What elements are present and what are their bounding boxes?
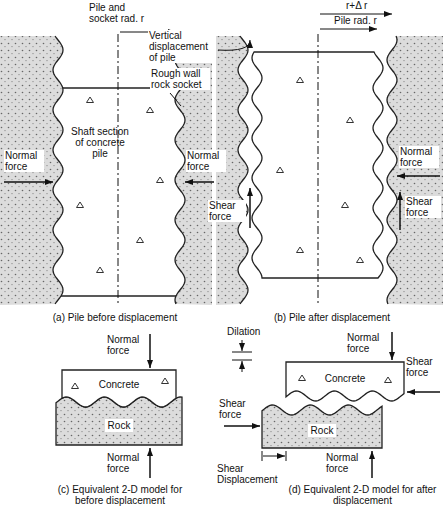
force-arrow (224, 425, 260, 427)
annotation-label: Vertical displacement of pile (148, 30, 216, 63)
annotation-label: Rough wall rock socket (150, 68, 210, 90)
aggregate (385, 377, 392, 383)
aggregate (277, 167, 284, 173)
annotation-label: Normal force (325, 452, 365, 474)
block-label: Rock (311, 425, 334, 436)
annotation-label: Shear force (208, 200, 246, 222)
concrete-pile (61, 52, 404, 407)
annotation-label: Pile and socket rad. r (88, 2, 154, 24)
aggregate (77, 202, 84, 208)
displacement-tick (262, 451, 263, 461)
annotation-label: Shear force (405, 356, 441, 378)
block-label: Concrete (325, 373, 366, 384)
leader-line (170, 93, 181, 106)
center-line (318, 34, 319, 305)
rock-mass (387, 36, 443, 305)
aggregate (157, 177, 164, 183)
force-arrow (371, 451, 373, 478)
force-arrow (397, 175, 440, 177)
rock-mass (0, 36, 443, 448)
aggregate (297, 77, 304, 83)
model-block: Rock (308, 424, 337, 437)
dilation-mark (242, 361, 243, 372)
annotation-label: Shear force (405, 196, 441, 218)
annotation-label: Normal force (4, 150, 44, 172)
rock-block (262, 405, 382, 448)
radius-dimension (320, 29, 377, 30)
socket-wall (53, 36, 63, 304)
aggregate (137, 237, 144, 243)
displacement-tick (263, 456, 285, 457)
aggregate (299, 375, 306, 381)
model-block: Concrete (96, 378, 143, 391)
panel-caption: (c) Equivalent 2-D model for before disp… (45, 484, 195, 506)
aggregate (297, 247, 304, 253)
force-arrow (149, 334, 151, 368)
aggregate (147, 107, 154, 113)
displacement-tick (286, 451, 287, 461)
block-label: Rock (108, 420, 131, 431)
force-arrow (4, 181, 53, 183)
annotation-label: Dilation (226, 326, 261, 337)
center-line (118, 34, 119, 305)
socket-wall (238, 36, 248, 304)
aggregate (97, 267, 104, 273)
aggregate (72, 383, 79, 389)
pile-section: Shaft section of concrete pile (67, 125, 133, 160)
force-arrow (399, 192, 401, 230)
annotation-label: Pile rad. r (333, 15, 378, 26)
aggregate (357, 257, 364, 263)
annotation-label: Normal force (186, 150, 226, 172)
annotation-label: Shear force (218, 398, 258, 420)
rock-mass (0, 36, 63, 305)
force-arrow (407, 391, 440, 393)
annotation-label: Shear Displacement (216, 463, 282, 485)
dilation-mark (232, 352, 252, 353)
block-label: Shaft section of concrete pile (70, 126, 130, 159)
model-block: Rock (105, 419, 134, 432)
concrete-block (286, 362, 404, 401)
aggregate (87, 97, 94, 103)
dilation-mark (232, 360, 252, 361)
rock-block (262, 405, 382, 448)
concrete-block (62, 370, 176, 407)
aggregate (162, 378, 169, 384)
annotation-label: Normal force (106, 452, 146, 474)
annotation-label: Normal force (346, 332, 386, 354)
force-arrow (185, 181, 214, 183)
dilation-mark (242, 340, 243, 351)
block-label: Concrete (99, 379, 140, 390)
annotation-label: Normal force (399, 146, 439, 168)
panel-caption: (b) Pile after displacement (232, 312, 432, 323)
socket-wall (387, 36, 397, 304)
force-arrow (149, 448, 151, 478)
annotation-label: Normal force (106, 334, 146, 356)
force-arrow (249, 188, 251, 228)
panel-caption: (a) Pile before displacement (20, 312, 210, 323)
panel-caption: (d) Equivalent 2-D model for after displ… (285, 484, 440, 506)
model-block: Concrete (322, 372, 369, 385)
displacement-arrow (218, 40, 250, 50)
force-arrow (391, 332, 393, 360)
aggregate (342, 202, 349, 208)
aggregate (347, 117, 354, 123)
aggregate (72, 77, 392, 389)
annotation-label: r+Δ r (345, 0, 368, 11)
